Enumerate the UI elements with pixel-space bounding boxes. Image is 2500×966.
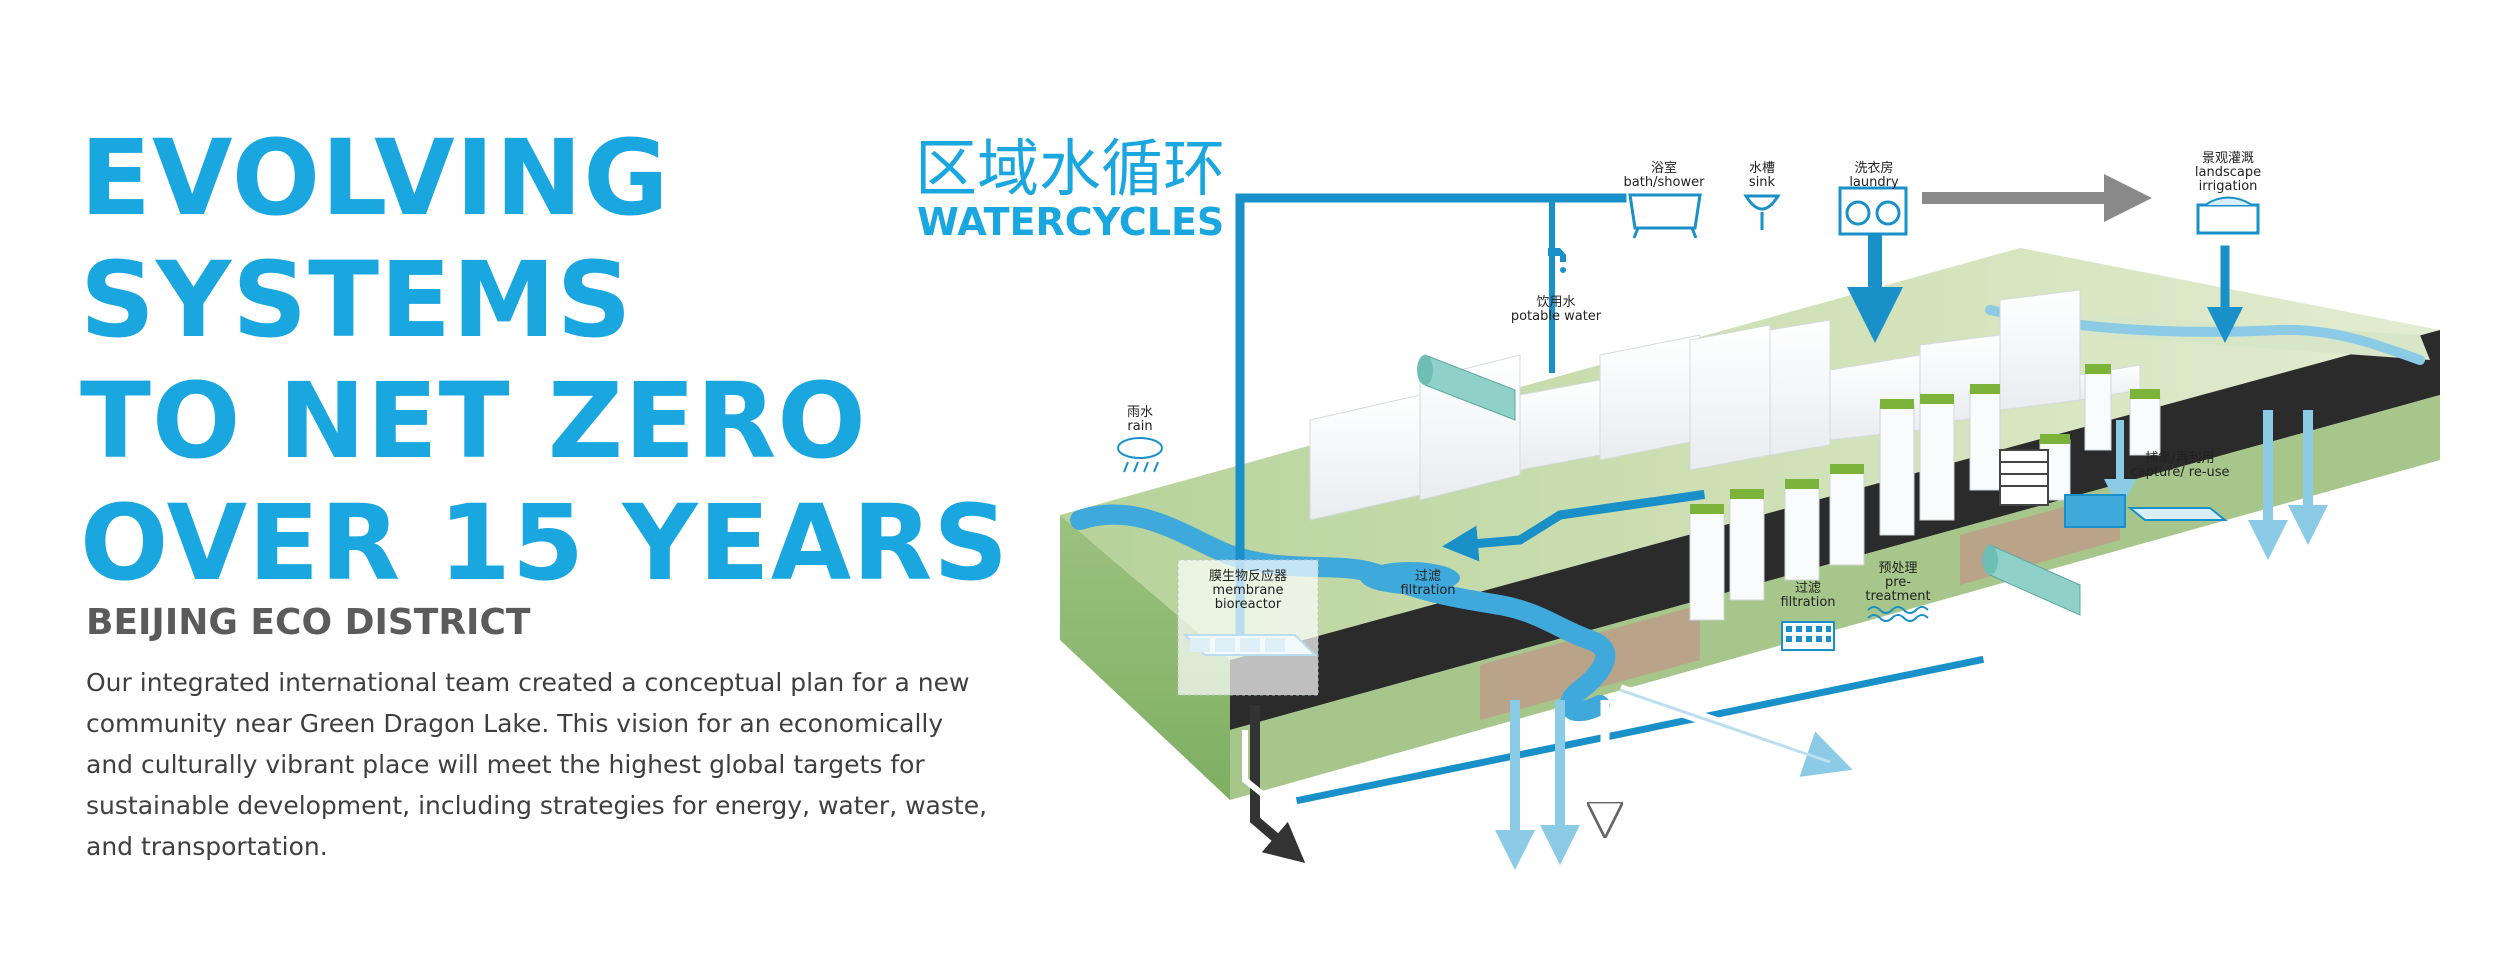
filtration-pond <box>1360 562 1460 594</box>
ground-side-left <box>1060 515 1230 800</box>
body-line: Our integrated international team create… <box>86 668 970 697</box>
flow-arrows <box>1242 174 2328 870</box>
pipe-network <box>1235 193 2243 805</box>
outflow-arrow-dark <box>1250 705 1306 864</box>
water-tanks <box>1417 354 2081 616</box>
main-supply-pipe <box>1235 193 1627 645</box>
label-capture-en: capture/ re-use <box>2130 465 2229 480</box>
label-irrigation-en2: irrigation <box>2199 179 2258 194</box>
label-bath-en: bath/shower <box>1624 175 1706 190</box>
outflow-arrow-outline <box>1619 688 1831 764</box>
label-rain-zh: 雨水 <box>1127 405 1153 420</box>
label-potable-en: potable water <box>1511 309 1602 324</box>
headline: EVOLVING SYSTEMS TO NET ZERO OVER 15 YEA… <box>80 117 1020 605</box>
label-pretreatment-en: pre- <box>1885 575 1911 590</box>
underground-pipe <box>1295 655 1985 805</box>
soil-section <box>1480 605 1700 720</box>
sink-icon <box>1743 194 1781 230</box>
headline-line-3: TO NET ZERO <box>80 360 867 483</box>
label-irrigation-zh: 景观灌溉 <box>2202 151 2254 166</box>
label-pretreatment-zh: 预处理 <box>1878 561 1917 576</box>
label-filtration1-zh: 过滤 <box>1415 569 1441 584</box>
buildings <box>1309 289 2161 621</box>
headline-line-1: EVOLVING <box>80 117 670 239</box>
reuse-pipe <box>1442 489 1706 562</box>
body-line: and culturally vibrant place will meet t… <box>86 750 925 779</box>
label-potable-zh: 饮用水 <box>1536 295 1575 310</box>
body-line: community near Green Dragon Lake. This v… <box>86 709 944 738</box>
washing-machine-icon <box>1838 186 1908 236</box>
label-bioreactor-en2: bioreactor <box>1215 597 1282 612</box>
label-filtration2-en: filtration <box>1780 595 1835 610</box>
body-paragraph: Our integrated international team create… <box>86 662 1026 867</box>
filter-grid-icon <box>1781 621 1835 651</box>
label-bioreactor-zh: 膜生物反应器 <box>1209 568 1287 584</box>
label-sink-en: sink <box>1749 175 1776 190</box>
label-bath-zh: 浴室 <box>1651 160 1677 176</box>
bioreactor-box <box>1177 559 1319 696</box>
label-pretreatment-en2: treatment <box>1865 589 1930 604</box>
label-filtration1-en: filtration <box>1400 583 1455 598</box>
river <box>1070 504 1616 722</box>
diagram-labels: 浴室 bath/shower 水槽 sink 洗衣房 laundry 景观灌溉 … <box>1127 151 2261 612</box>
label-laundry-zh: 洗衣房 <box>1854 160 1893 176</box>
label-bioreactor-en: membrane <box>1212 583 1283 598</box>
headline-line-4: OVER 15 YEARS <box>80 482 1010 605</box>
label-capture-zh: 捕集/再利用 <box>2145 450 2214 466</box>
diagram-title-en: WATERCYCLES <box>917 200 1225 244</box>
irrigation-icon <box>2196 196 2260 235</box>
storage-tank <box>1999 449 2049 506</box>
capture-tank <box>2064 494 2126 528</box>
rain-cloud-icon <box>1117 437 1163 473</box>
bathtub-icon <box>1628 193 1702 239</box>
faucet-icon <box>1548 248 1566 273</box>
return-arrow <box>1242 730 1301 804</box>
label-filtration2-zh: 过滤 <box>1795 581 1821 596</box>
label-irrigation-en: landscape <box>2195 165 2261 180</box>
label-sink-zh: 水槽 <box>1749 161 1775 176</box>
diagram-title-zh: 区域水循环 <box>915 132 1226 205</box>
label-laundry-en: laundry <box>1849 175 1899 190</box>
body-line: and transportation. <box>86 832 328 861</box>
wave-icon <box>1867 606 1929 622</box>
label-rain-en: rain <box>1127 419 1152 434</box>
subheading: BEIJING ECO DISTRICT <box>86 602 531 643</box>
headline-line-2: SYSTEMS <box>80 238 633 361</box>
body-line: sustainable development, including strat… <box>86 791 988 820</box>
